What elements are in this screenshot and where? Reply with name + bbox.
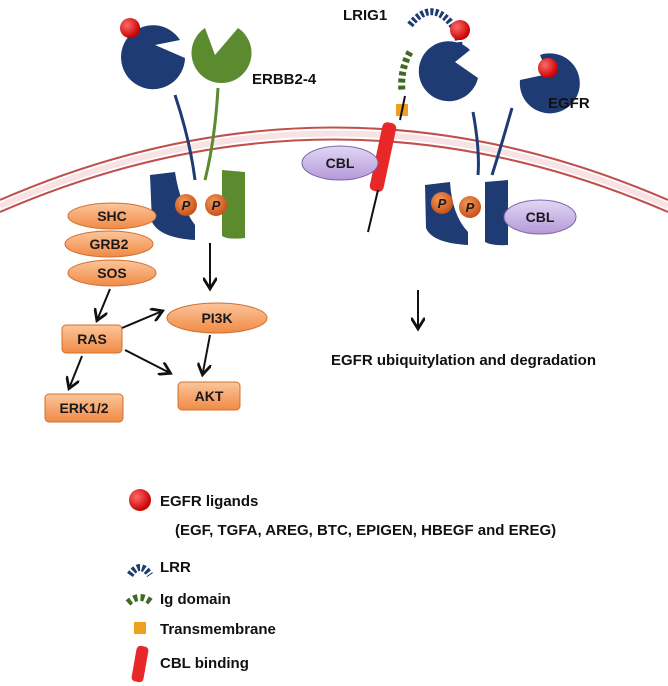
erbb-receptor [121,25,252,240]
ligand-ball [538,58,558,78]
legend-cbl-binding-icon [131,645,149,683]
legend-lrr-icon [127,564,153,578]
phospho-site: P [205,194,227,216]
legend-ig-icon [125,594,155,606]
legend-ligands-label: EGFR ligands [160,493,258,510]
legend-ig-label: Ig domain [160,591,231,608]
node-shc: SHC [67,202,157,230]
node-erk: ERK1/2 [44,393,124,423]
lrig1-molecule [367,8,463,233]
svg-text:PI3K: PI3K [201,310,232,326]
svg-text:GRB2: GRB2 [90,236,129,252]
node-akt: AKT [177,381,241,411]
legend-cbl-binding-label: CBL binding [160,655,249,672]
svg-text:ERK1/2: ERK1/2 [59,400,108,416]
legend-tm-icon [134,622,146,634]
erbb-label: ERBB2-4 [252,71,317,88]
arrow-sos-to-ras [98,288,111,318]
pathway-arrows [70,243,418,386]
lrig1-label: LRIG1 [343,7,387,24]
phospho-site: P [431,192,453,214]
svg-text:CBL: CBL [526,209,555,225]
svg-text:SHC: SHC [97,208,127,224]
node-grb2: GRB2 [64,230,154,258]
legend-ligands-list: (EGF, TGFA, AREG, BTC, EPIGEN, HBEGF and… [175,522,556,539]
egfr-label: EGFR [548,95,590,112]
node-sos: SOS [67,259,157,287]
svg-text:AKT: AKT [195,388,224,404]
arrow-ras-to-akt [124,349,168,372]
arrow-ras-to-pi3k [121,312,160,329]
legend-ligand-icon [129,489,151,511]
svg-text:P: P [212,198,221,213]
svg-text:P: P [182,198,191,213]
svg-text:P: P [466,200,475,215]
ligand-ball [120,18,140,38]
svg-text:P: P [438,196,447,211]
ligand-ball [450,20,470,40]
legend-tm-label: Transmembrane [160,621,276,638]
legend: EGFR ligands (EGF, TGFA, AREG, BTC, EPIG… [125,489,556,683]
svg-text:SOS: SOS [97,265,127,281]
arrow-pi3k-to-akt [203,334,210,372]
svg-text:CBL: CBL [326,155,355,171]
arrow-ras-to-erk [70,355,83,386]
phospho-site: P [459,196,481,218]
cbl-protein-left: CBL [301,145,379,181]
cbl-protein-right: CBL [503,199,577,235]
cell-membrane [0,126,668,213]
node-ras: RAS [61,324,123,354]
phospho-site: P [175,194,197,216]
node-pi3k: PI3K [166,302,268,334]
svg-text:RAS: RAS [77,331,107,347]
degradation-label: EGFR ubiquitylation and degradation [331,352,596,369]
legend-lrr-label: LRR [160,559,191,576]
